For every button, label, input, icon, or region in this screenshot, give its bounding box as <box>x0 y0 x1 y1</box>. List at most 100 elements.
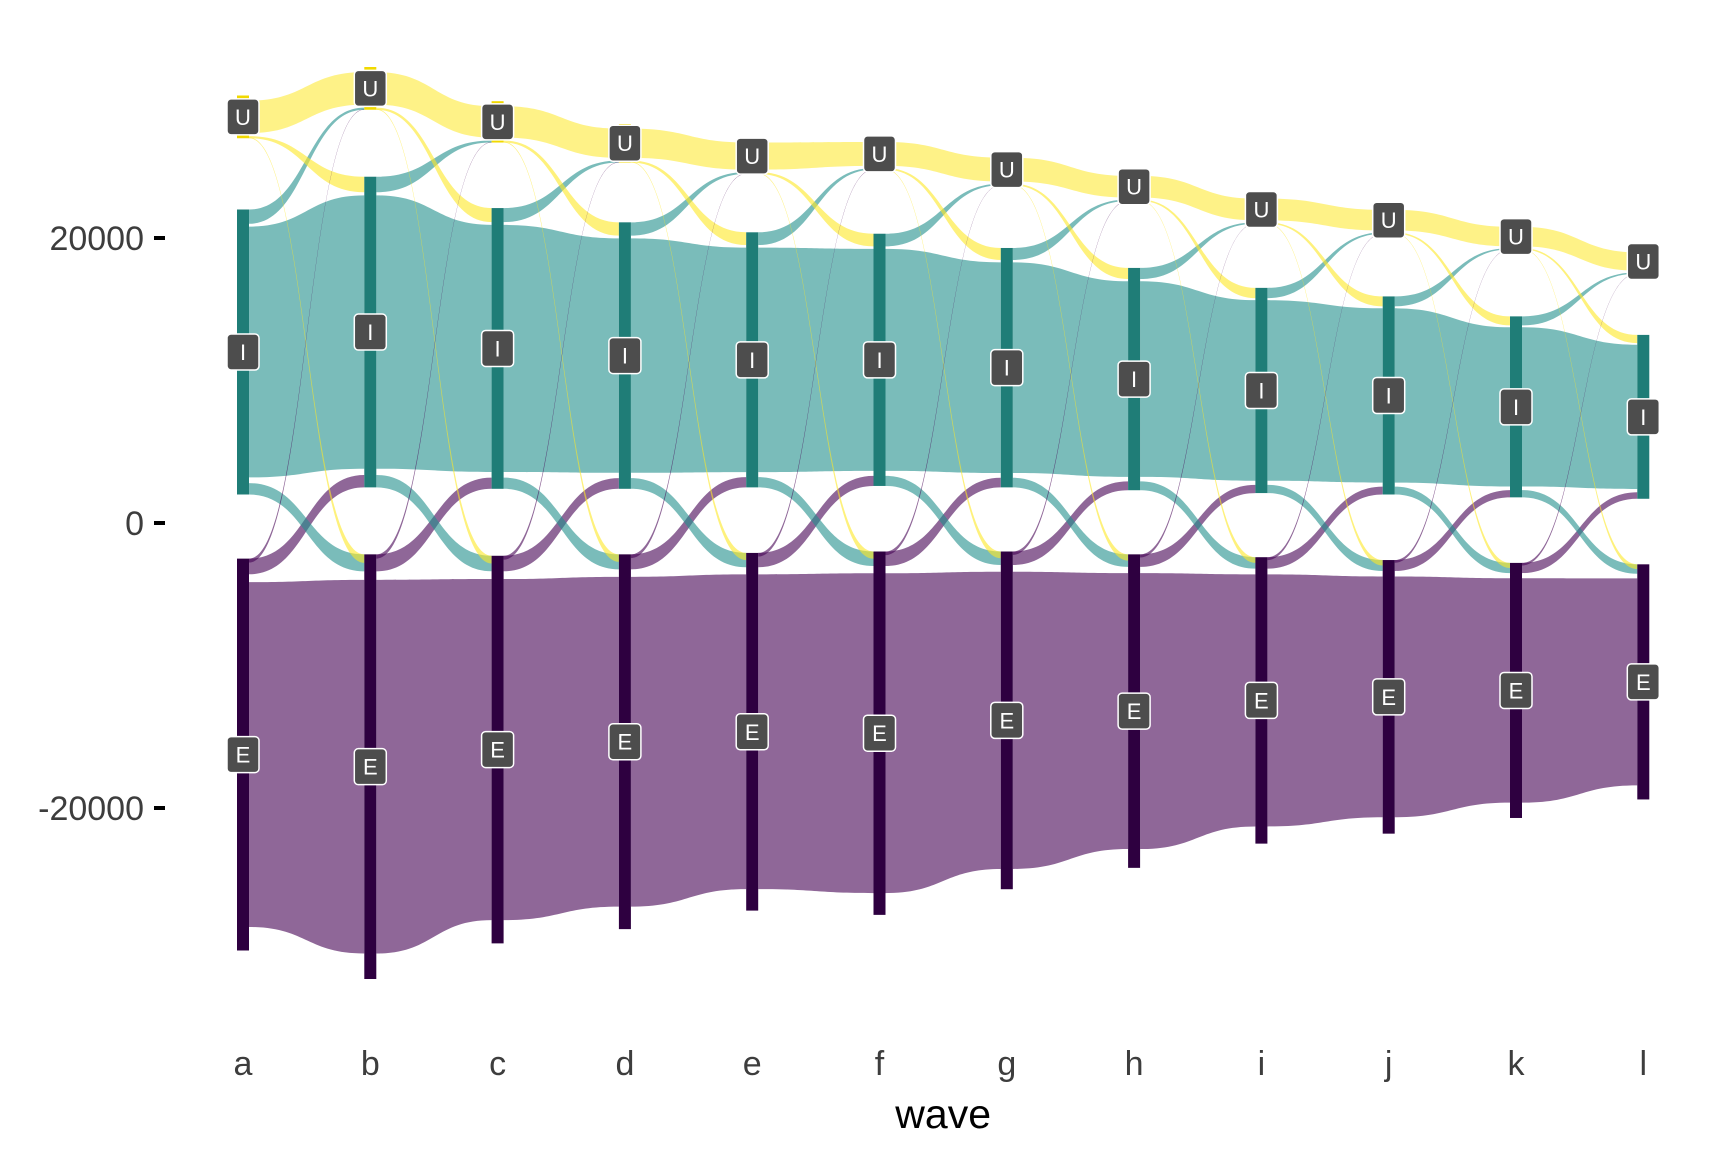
label-box <box>608 722 642 761</box>
label-text: E <box>872 721 887 746</box>
label-text: U <box>1635 250 1651 275</box>
flow-E-j-k <box>1394 576 1510 818</box>
stratum-label-E-j: E <box>1371 678 1406 716</box>
flow-U-to-E-d-e <box>630 161 747 561</box>
flow-U-g-h <box>1012 157 1129 198</box>
label-box <box>1499 388 1533 426</box>
flow-I-to-E-a-b <box>249 483 365 572</box>
flow-I-to-U-h-i <box>1140 222 1256 280</box>
label-box <box>608 336 642 375</box>
label-text: I <box>749 348 755 373</box>
label-box <box>1626 398 1661 436</box>
label-text: I <box>495 336 501 361</box>
flow-I-to-E-d-e <box>630 478 747 568</box>
label-box <box>1244 681 1279 720</box>
x-tick-label-e: e <box>743 1045 762 1083</box>
flow-U-to-I-g-h <box>1012 183 1129 280</box>
label-text: E <box>363 755 378 780</box>
flow-E-to-U-j-k <box>1394 249 1510 563</box>
label-text: U <box>1381 208 1397 233</box>
label-text: E <box>1509 678 1524 703</box>
label-text: E <box>490 738 505 763</box>
label-box <box>353 313 388 351</box>
label-text: U <box>1508 225 1524 250</box>
x-axis-title: wave <box>894 1091 991 1137</box>
label-text: E <box>1381 685 1396 710</box>
flow-U-f-g <box>885 142 1001 182</box>
flow-E-to-U-a-b <box>249 109 365 563</box>
x-tick-label-j: j <box>1384 1045 1393 1083</box>
stratum-label-E-k: E <box>1499 671 1533 710</box>
flow-U-to-I-f-g <box>885 168 1001 260</box>
flow-U-to-I-j-k <box>1394 232 1510 326</box>
flow-I-to-E-j-k <box>1394 486 1510 574</box>
stratum-label-U-e: U <box>735 137 769 175</box>
flow-E-k-l <box>1522 578 1638 803</box>
flow-I-to-U-i-j <box>1267 232 1383 299</box>
flow-U-to-I-c-d <box>503 140 619 236</box>
label-box <box>480 103 515 141</box>
flow-U-i-j <box>1267 198 1383 231</box>
flow-I-to-E-c-d <box>503 477 619 570</box>
stratum-label-E-i: E <box>1244 681 1279 720</box>
flow-E-to-U-f-g <box>885 184 1001 556</box>
label-box <box>480 730 515 769</box>
label-box <box>1626 663 1661 701</box>
flow-E-to-U-b-c <box>376 142 492 559</box>
label-box <box>735 137 769 175</box>
stratum-label-I-i: I <box>1244 371 1279 410</box>
flow-U-to-I-d-e <box>630 160 747 246</box>
label-text: U <box>1126 175 1142 200</box>
flow-U-to-I-a-b <box>249 136 365 193</box>
label-text: I <box>240 340 246 365</box>
flow-I-j-k <box>1394 308 1510 487</box>
flow-U-to-E-h-i <box>1140 200 1256 563</box>
flow-E-to-U-h-i <box>1140 223 1256 558</box>
flow-U-to-I-b-c <box>376 107 492 223</box>
x-tick-label-f: f <box>875 1045 885 1083</box>
stratum-label-E-e: E <box>735 713 769 751</box>
stratum-label-U-a: U <box>226 98 260 136</box>
flow-I-to-U-a-b <box>249 107 365 224</box>
flow-U-to-I-e-f <box>758 172 874 247</box>
label-box <box>1371 376 1406 415</box>
flow-E-a-b <box>249 579 365 954</box>
stratum-label-E-f: E <box>862 714 897 752</box>
stratum-label-I-g: I <box>990 348 1024 387</box>
stratum-label-E-g: E <box>990 701 1024 740</box>
label-text: E <box>1254 688 1269 713</box>
flow-U-c-d <box>503 106 619 158</box>
flow-I-to-E-e-f <box>758 477 874 567</box>
stratum-label-E-l: E <box>1626 663 1661 701</box>
flow-I-to-E-k-l <box>1522 490 1638 574</box>
label-box <box>226 98 260 136</box>
flow-U-to-I-k-l <box>1522 248 1638 344</box>
label-box <box>1499 217 1533 256</box>
flow-I-to-E-h-i <box>1140 481 1256 569</box>
flow-E-to-U-c-d <box>503 162 619 560</box>
x-tick-label-a: a <box>234 1045 253 1083</box>
label-box <box>862 135 897 173</box>
stratum-label-U-i: U <box>1244 190 1279 229</box>
label-box <box>1371 678 1406 716</box>
label-text: U <box>235 105 251 130</box>
label-text: I <box>1131 367 1137 392</box>
x-tick-label-d: d <box>615 1045 634 1083</box>
label-text: U <box>999 158 1015 183</box>
flow-E-to-U-k-l <box>1522 273 1638 566</box>
flow-U-to-E-g-h <box>1012 184 1129 561</box>
flow-E-i-j <box>1267 574 1383 827</box>
x-tick-label-b: b <box>361 1045 380 1083</box>
stratum-label-U-c: U <box>480 103 515 141</box>
y-tick-label: -20000 <box>38 790 144 828</box>
x-tick-label-g: g <box>997 1045 1016 1083</box>
label-box <box>990 701 1024 740</box>
flow-U-to-I-h-i <box>1140 199 1256 299</box>
flow-I-to-E-g-h <box>1012 477 1129 567</box>
flow-I-to-U-f-g <box>885 183 1001 247</box>
stratum-label-U-g: U <box>990 150 1024 189</box>
label-text: I <box>1640 405 1646 430</box>
stratum-label-E-a: E <box>226 735 260 774</box>
label-box <box>990 150 1024 189</box>
